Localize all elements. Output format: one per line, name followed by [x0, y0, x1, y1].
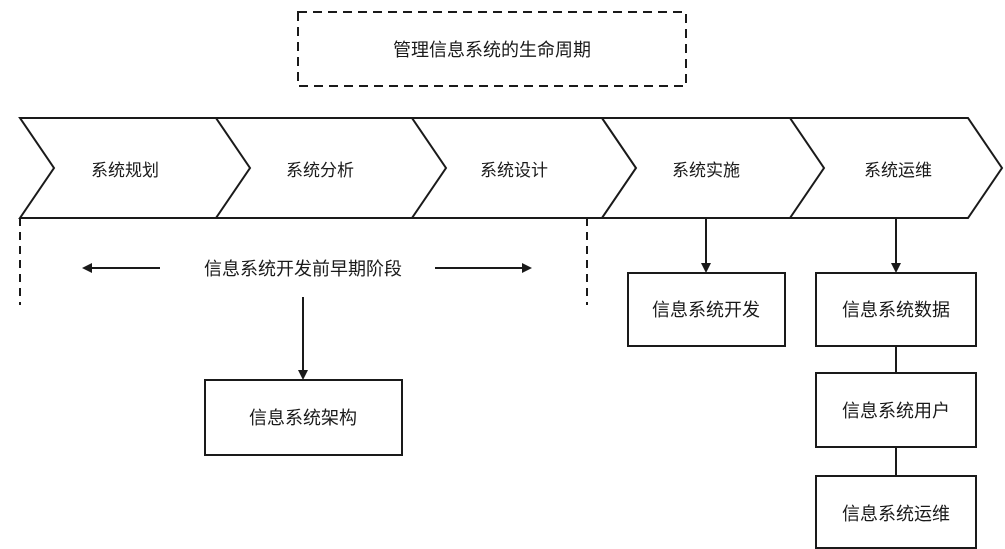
box-architecture — [204, 379, 403, 456]
box-development-label: 信息系统开发 — [652, 300, 760, 321]
diagram-title: 管理信息系统的生命周期 — [393, 40, 591, 61]
box-architecture-label: 信息系统架构 — [249, 408, 357, 429]
stage-label-planning: 系统规划 — [91, 161, 159, 181]
box-users — [815, 372, 977, 448]
stage-label-analysis: 系统分析 — [286, 161, 354, 181]
box-data-label: 信息系统数据 — [842, 300, 950, 321]
box-operations-label: 信息系统运维 — [842, 504, 950, 525]
title-box — [297, 11, 687, 87]
box-data — [815, 272, 977, 347]
box-users-label: 信息系统用户 — [842, 401, 950, 422]
stage-chevrons — [18, 117, 1004, 219]
box-development — [627, 272, 786, 347]
box-operations — [815, 475, 977, 549]
stage-label-implementation: 系统实施 — [672, 161, 740, 181]
stage-label-operations: 系统运维 — [864, 161, 932, 181]
stage-chevron-operations — [788, 117, 1004, 219]
stage-label-design: 系统设计 — [480, 161, 548, 181]
early-phase-label: 信息系统开发前早期阶段 — [204, 259, 402, 280]
